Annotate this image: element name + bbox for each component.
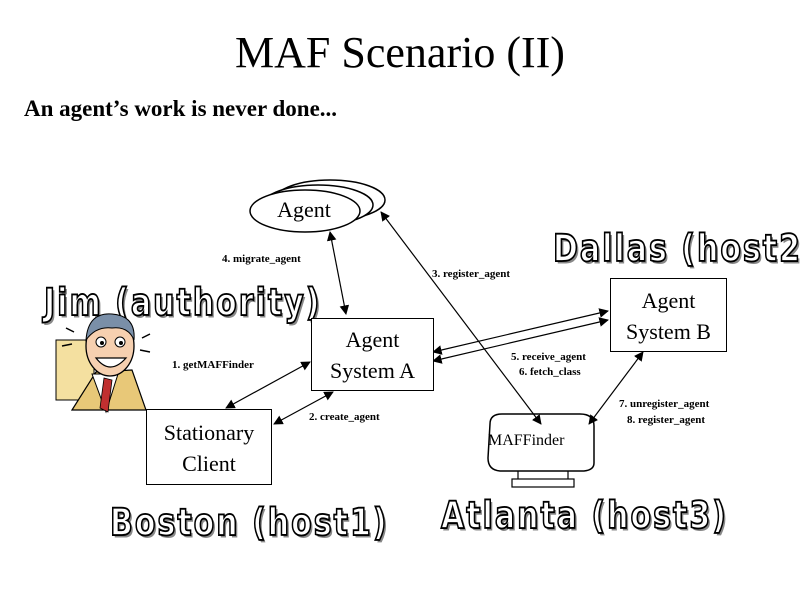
- location-jim: Jim (authority): [43, 280, 322, 326]
- agent-cloud: [249, 179, 386, 233]
- edge-label-unregister: 7. unregister_agent: [619, 398, 710, 410]
- edge-label-migrate: 4. migrate_agent: [222, 253, 301, 265]
- location-atlanta: Atlanta (host3): [440, 493, 728, 539]
- edge-label-fetch: 6. fetch_class: [519, 366, 581, 378]
- edge-label-receive: 5. receive_agent: [511, 351, 586, 363]
- maffinder-label: MAFFinder: [488, 432, 565, 449]
- maffinder-computer-icon: [487, 413, 595, 488]
- agent-system-a-box: Agent System A: [311, 318, 434, 391]
- agent-label: Agent: [277, 197, 331, 222]
- location-dallas: Dallas (host2): [552, 226, 800, 272]
- location-boston: Boston (host1): [109, 500, 389, 546]
- edge-label-getmaffinder: 1. getMAFFinder: [172, 359, 254, 371]
- agent-system-a-line1: Agent: [345, 327, 400, 352]
- edge-label-register: 3. register_agent: [432, 268, 510, 280]
- edge-label-register2: 8. register_agent: [627, 414, 705, 426]
- agent-system-b-line1: Agent: [641, 288, 696, 313]
- slide-title: MAF Scenario (II): [235, 28, 565, 77]
- agent-system-b-box: Agent System B: [610, 278, 727, 352]
- agent-system-a-line2: System A: [330, 358, 415, 383]
- edge-label-create: 2. create_agent: [309, 411, 380, 423]
- slide-subtitle: An agent’s work is never done...: [24, 96, 338, 121]
- stationary-client-line2: Client: [182, 451, 236, 476]
- agent-system-b-line2: System B: [626, 319, 711, 344]
- stationary-client-box: Stationary Client: [146, 409, 272, 485]
- jim-cartoon-icon: [55, 313, 151, 414]
- stationary-client-line1: Stationary: [163, 420, 255, 445]
